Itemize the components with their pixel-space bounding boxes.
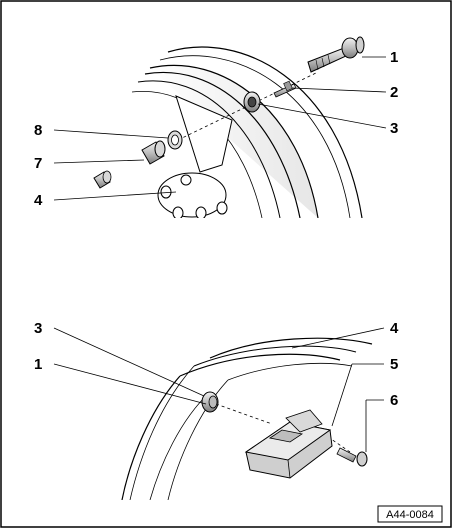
pressure-sensor-part — [244, 409, 333, 479]
valve-stem-part — [307, 36, 365, 73]
figure-reference-box: A44-0084 — [377, 505, 443, 523]
grommet-part-bottom — [201, 391, 219, 413]
callout-4-top: 4 — [34, 192, 43, 209]
wheel-rim-bottom — [121, 337, 373, 500]
callout-3-top: 3 — [390, 120, 398, 137]
grommet-part — [243, 91, 261, 113]
callout-1-top: 1 — [390, 49, 398, 66]
leader-lines-bottom — [53, 327, 385, 452]
assembly-axis-top — [177, 71, 319, 141]
sensor-screw-part — [336, 447, 368, 467]
valve-core-part — [273, 80, 297, 98]
callout-3-bottom: 3 — [34, 320, 42, 337]
assembly-axis-bottom-1 — [215, 403, 273, 425]
callout-4-bottom: 4 — [390, 320, 399, 337]
figure-reference-label: A44-0084 — [386, 509, 434, 521]
valve-cap-part — [93, 170, 112, 189]
callout-6-bottom: 6 — [390, 392, 398, 409]
wheel-rim-top — [131, 46, 363, 218]
callout-5-bottom: 5 — [390, 356, 398, 373]
washer-part — [167, 130, 183, 150]
leader-lines-top — [53, 56, 387, 201]
top-panel: 1 2 3 8 7 4 — [34, 36, 398, 218]
callout-8-top: 8 — [34, 122, 42, 139]
callout-2-top: 2 — [390, 84, 398, 101]
valve-nut-part — [141, 140, 166, 165]
callout-1-bottom: 1 — [34, 356, 42, 373]
bottom-panel: 3 1 4 5 6 — [34, 320, 399, 500]
callout-7-top: 7 — [34, 155, 42, 172]
